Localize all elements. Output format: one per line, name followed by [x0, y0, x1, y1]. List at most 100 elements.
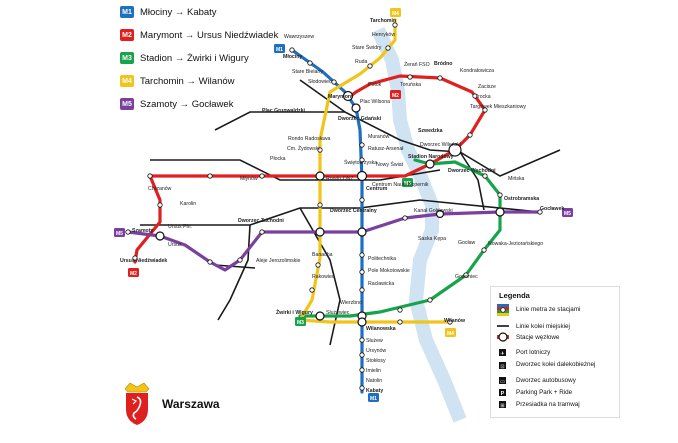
svg-text:⊞: ⊞: [500, 403, 504, 409]
route-badge: M5: [120, 98, 134, 110]
svg-text:Tarchomin: Tarchomin: [370, 18, 396, 24]
svg-text:Wawrzyszew: Wawrzyszew: [284, 34, 314, 40]
svg-text:Saska Kępa: Saska Kępa: [418, 236, 446, 242]
svg-text:M4: M4: [447, 331, 454, 337]
metro-line-swatch-icon: [497, 304, 509, 316]
svg-text:Toruńska: Toruńska: [400, 82, 421, 88]
svg-text:Rondo ONZ: Rondo ONZ: [326, 176, 354, 182]
svg-text:Plac Grunwaldzki: Plac Grunwaldzki: [262, 108, 306, 114]
svg-text:Nowy Świat: Nowy Świat: [376, 160, 404, 168]
brand: Warszawa: [120, 379, 270, 427]
svg-text:Ratusz-Arsenał: Ratusz-Arsenał: [368, 146, 404, 152]
route-list: M1 Młociny → Kabaty M2 Marymont → Ursus …: [120, 4, 290, 119]
svg-text:Ursus: Ursus: [168, 242, 182, 248]
route-m1: M1 Młociny → Kabaty: [120, 4, 290, 20]
svg-text:M4: M4: [392, 11, 399, 17]
line-m2: [133, 74, 487, 264]
svg-text:Bródno: Bródno: [434, 61, 452, 67]
svg-text:Świętokrzyska: Świętokrzyska: [344, 158, 377, 166]
svg-text:Karolin: Karolin: [180, 201, 196, 207]
svg-text:Młociny: Młociny: [283, 54, 302, 60]
svg-text:Gościniec: Gościniec: [455, 274, 478, 280]
svg-text:Gocław: Gocław: [458, 240, 476, 246]
svg-text:Młynów: Młynów: [240, 176, 258, 182]
svg-text:M2: M2: [130, 271, 137, 277]
svg-text:Rakowiec: Rakowiec: [312, 274, 335, 280]
warsaw-crest-icon: [124, 382, 150, 425]
svg-text:Trocka: Trocka: [475, 94, 491, 100]
svg-text:Szwedzka: Szwedzka: [418, 128, 443, 134]
svg-text:M3: M3: [297, 320, 304, 326]
svg-text:Centrum Nauki Kopernik: Centrum Nauki Kopernik: [372, 182, 429, 188]
city-name: Warszawa: [162, 397, 220, 411]
svg-text:M5: M5: [564, 211, 571, 217]
train-icon: ⊡: [499, 362, 506, 370]
route-badge: M4: [120, 75, 134, 87]
legend-label-tram: Przesiadka na tramwaj: [516, 401, 580, 408]
svg-text:Wierzbno: Wierzbno: [340, 300, 362, 306]
svg-text:M5: M5: [116, 231, 123, 237]
svg-text:Służew: Służew: [366, 338, 383, 344]
legend-label-metro: Linie metra ze stacjami: [516, 306, 581, 313]
svg-text:Dworzec Centralny: Dworzec Centralny: [330, 208, 377, 214]
svg-text:Mińska: Mińska: [508, 176, 525, 182]
svg-text:Zacisze: Zacisze: [478, 84, 496, 90]
route-m3: M3 Stadion → Żwirki i Wigury: [120, 50, 290, 66]
legend-label-longrail: Dworzec kolei dalekobieżnej: [516, 361, 596, 368]
svg-text:Ruda: Ruda: [355, 59, 368, 65]
map-badges: M1 M4 M2 M2 M5 M5 M3 M3 M4 M1: [114, 8, 573, 402]
route-m2: M2 Marymont → Ursus Niedźwiadek: [120, 27, 290, 43]
svg-text:Banacha: Banacha: [312, 252, 333, 258]
river: [371, 27, 467, 423]
legend-label-airport: Port lotniczy: [516, 349, 551, 356]
svg-text:Kondratowicza: Kondratowicza: [460, 68, 494, 74]
svg-text:Płocka: Płocka: [270, 156, 286, 162]
svg-text:⊡: ⊡: [500, 364, 504, 370]
svg-text:Potok: Potok: [368, 82, 382, 88]
route-name: Marymont → Ursus Niedźwiadek: [140, 29, 279, 41]
svg-text:Dworzec Wschodni: Dworzec Wschodni: [448, 168, 496, 174]
svg-text:✈: ✈: [500, 351, 504, 357]
svg-text:Szamoty: Szamoty: [132, 228, 153, 234]
svg-text:Wilanowska: Wilanowska: [366, 326, 396, 332]
svg-text:Kanał Gołdawski: Kanał Gołdawski: [414, 208, 453, 214]
svg-text:Kabaty: Kabaty: [366, 388, 383, 394]
svg-text:Rondo Radosława: Rondo Radosława: [288, 136, 331, 142]
legend-label-pr: Parking Park + Ride: [516, 389, 573, 396]
svg-text:Ursus Niedźwiadek: Ursus Niedźwiadek: [120, 258, 167, 264]
svg-text:Centrum: Centrum: [366, 186, 388, 192]
svg-text:Henryków: Henryków: [372, 32, 395, 38]
svg-text:▭: ▭: [500, 379, 505, 385]
svg-text:Nowaka-Jeziorańskiego: Nowaka-Jeziorańskiego: [488, 241, 543, 247]
svg-text:Chrzanów: Chrzanów: [148, 186, 172, 192]
line-m5: [126, 210, 542, 272]
svg-text:M2: M2: [392, 93, 399, 99]
bus-icon: ▭: [499, 377, 506, 385]
svg-text:Cm. Żydowski: Cm. Żydowski: [287, 145, 320, 152]
svg-text:P: P: [501, 391, 505, 397]
svg-text:Wilanów: Wilanów: [444, 318, 466, 324]
svg-text:Politechnika: Politechnika: [368, 256, 396, 262]
route-name: Młociny → Kabaty: [140, 6, 217, 18]
route-badge: M2: [120, 29, 134, 41]
svg-text:Słodowiec: Słodowiec: [308, 79, 332, 85]
route-m4: M4 Tarchomin → Wilanów: [120, 73, 290, 89]
svg-text:Muranów: Muranów: [368, 134, 390, 140]
svg-text:Racławicka: Racławicka: [368, 281, 394, 287]
svg-text:Stare Świdry: Stare Świdry: [352, 43, 382, 51]
legend-label-bus: Dworzec autobusowy: [516, 377, 576, 384]
svg-text:Ursynów: Ursynów: [366, 348, 386, 354]
legend-title: Legenda: [499, 291, 530, 300]
hub-stations: [155, 90, 505, 327]
legend-label-rail: Linie kolei miejskiej: [516, 323, 570, 330]
svg-text:Imielin: Imielin: [366, 368, 381, 374]
svg-text:Ursus Płn.: Ursus Płn.: [168, 224, 192, 230]
svg-text:M3: M3: [404, 181, 411, 187]
svg-text:Natolin: Natolin: [366, 378, 382, 384]
svg-text:Służewiec: Służewiec: [326, 310, 350, 316]
airport-icon: ✈: [499, 349, 506, 357]
hub-station-icon: [497, 332, 509, 342]
legend: Legenda ✈ ⊡ ▭ P ⊞ Linie metra ze stacjam…: [490, 286, 620, 418]
line-m1: [290, 48, 364, 394]
